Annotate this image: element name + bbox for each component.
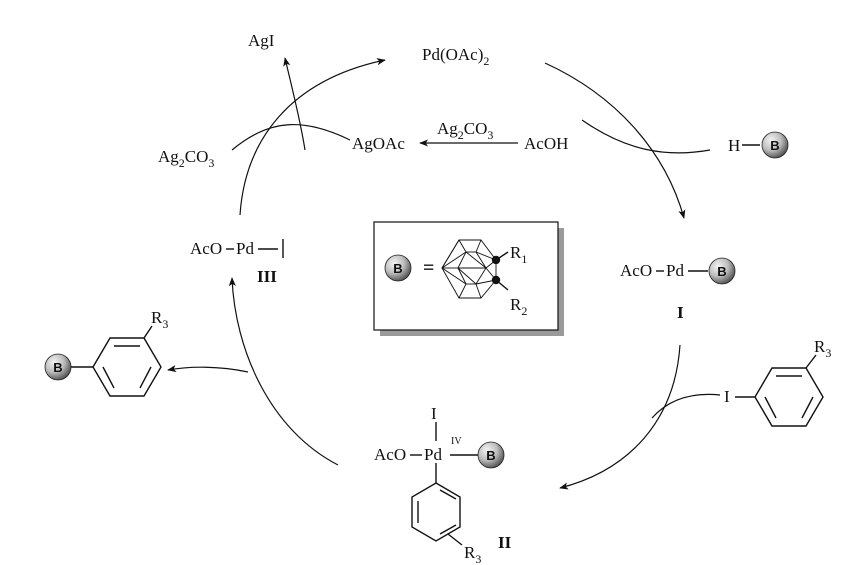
arrow-agi-out [283,57,306,151]
svg-text:B: B [393,261,402,276]
intermediate-I: AcO Pd B I [620,257,736,322]
arrow-III-to-pd [239,58,386,216]
svg-text:B: B [717,264,726,279]
svg-text:I: I [431,404,437,423]
arrow-II-to-III [228,277,339,466]
svg-text:AcO: AcO [190,239,222,258]
icosahedron-cage-icon [441,239,509,299]
svg-text:AcO: AcO [374,445,406,464]
pd-oac2: Pd(OAc)2 [422,45,489,68]
arrow-ag2co3-in [231,124,351,151]
arrow-acoh-to-h-b [581,119,711,154]
svg-text:Pd: Pd [236,239,254,258]
label-I: I [677,303,684,322]
svg-text:AcO: AcO [620,261,652,280]
svg-text:R2: R2 [510,295,527,318]
carborane-legend-box: B = [373,221,564,336]
svg-text:B: B [770,138,779,153]
svg-text:B: B [486,448,495,463]
boron-cluster-ball-icon: B [761,131,789,159]
boron-cluster-ball-icon: B [384,254,412,282]
svg-text:Pd(OAc)2: Pd(OAc)2 [422,45,489,68]
svg-text:B: B [53,360,62,375]
svg-text:IV: IV [451,436,462,447]
svg-text:=: = [423,257,434,279]
svg-text:R3: R3 [814,337,831,360]
svg-text:Pd: Pd [424,445,442,464]
intermediate-III: AcO Pd III [190,239,284,286]
boron-cluster-ball-icon: B [708,257,736,285]
agi-label: AgI [248,31,275,50]
aryl-iodide: I R3 [724,337,831,427]
svg-text:Pd: Pd [666,261,684,280]
h-b-reagent: H B [728,131,789,159]
arrow-I-to-II [559,344,681,490]
ag2co3-mid: Ag2CO3 [437,119,493,142]
arrow-arI-into-II [651,393,721,419]
label-III: III [257,267,277,286]
svg-text:H: H [728,136,740,155]
boron-cluster-ball-icon: B [477,441,505,469]
label-II: II [498,533,512,552]
boron-cluster-ball-icon: B [44,353,72,381]
svg-text:I: I [724,387,730,406]
svg-text:R1: R1 [510,243,527,266]
svg-text:R3: R3 [464,543,481,565]
arrow-product-out [167,365,249,373]
agoac-label: AgOAc [352,134,405,153]
product-aryl-carborane: B R3 [44,308,168,397]
arrow-pd-to-I [544,62,686,219]
intermediate-II: AcO Pd IV I B R3 II [374,404,512,565]
ag2co3-left: Ag2CO3 [158,147,214,170]
acoh-label: AcOH [524,134,568,153]
svg-text:R3: R3 [151,308,168,331]
